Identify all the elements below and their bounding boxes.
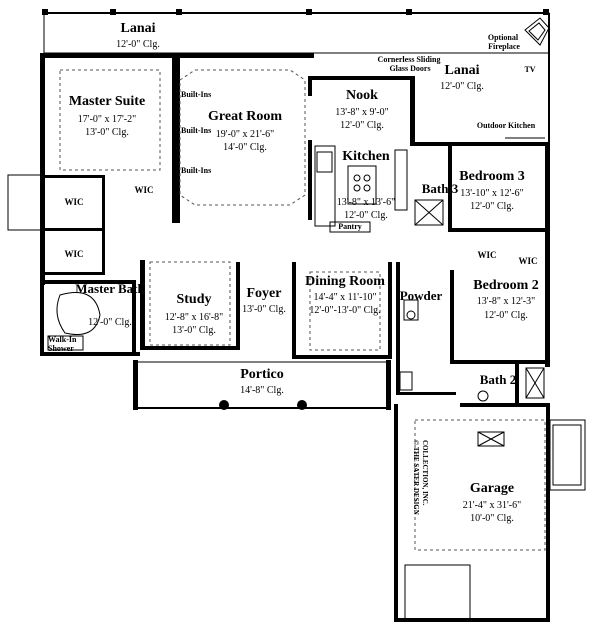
bedroom2-dims: 13'-8" x 12'-3" [477, 296, 535, 307]
kitchen-ceiling: 12'-0" Clg. [344, 210, 388, 221]
fireplace-line-2: Fireplace [488, 42, 520, 51]
bedroom2-name: Bedroom 2 [473, 278, 538, 293]
annotation-labels: Built-Ins Built-Ins Built-Ins WIC WIC WI… [48, 33, 538, 517]
walk-in-shower-label: Walk-In Shower [48, 335, 78, 353]
walk-in-shower-line-2: Shower [48, 344, 74, 353]
bedroom3-name: Bedroom 3 [459, 169, 524, 184]
dining-room-ceiling: 12'-0"-13'-0" Clg. [309, 305, 380, 316]
lanai-left-name: Lanai [120, 21, 155, 36]
lanai-right-ceiling: 12'-0" Clg. [440, 81, 484, 92]
wic-label-3: WIC [64, 249, 83, 259]
bath-fixtures [47, 199, 545, 402]
garage-name: Garage [470, 481, 514, 496]
study-name: Study [176, 292, 211, 307]
wic-label-4: WIC [477, 250, 496, 260]
kitchen-dims: 13'-8" x 13'-6" [337, 197, 395, 208]
master-bath-name-line: Master Bath [75, 281, 145, 296]
wic-label-5: WIC [518, 256, 537, 266]
copyright-label: © THE SATER DESIGN COLLECTION, INC. [412, 440, 429, 517]
portico-name: Portico [240, 367, 284, 382]
dining-room-name: Dining Room [305, 274, 385, 289]
foyer-name: Foyer [247, 286, 282, 301]
garage-door [404, 564, 471, 621]
sliding-doors-line-1: Cornerless Sliding [378, 55, 441, 64]
kitchen-fixtures [314, 145, 408, 233]
sliding-doors-label: Cornerless Sliding Glass Doors [378, 55, 443, 73]
kitchen-name: Kitchen [342, 149, 390, 164]
garage-dims: 21'-4" x 31'-6" [463, 500, 521, 511]
builtins-label-1: Built-Ins [181, 90, 211, 99]
wic-label-1: WIC [64, 197, 83, 207]
garage-ceiling: 10'-0" Clg. [470, 513, 514, 524]
sliding-doors-line-2: Glass Doors [389, 64, 430, 73]
great-room-dims: 19'-0" x 21'-6" [216, 129, 274, 140]
room-labels: Lanai 12'-0" Clg. Lanai 12'-0" Clg. Mast… [69, 21, 539, 524]
bedroom2-ceiling: 12'-0" Clg. [484, 310, 528, 321]
fireplace-label: Optional Fireplace [488, 33, 520, 51]
tv-label: TV [524, 65, 535, 74]
foyer-ceiling: 13'-0" Clg. [242, 304, 286, 315]
nook-dims: 13'-8" x 9'-0" [335, 107, 388, 118]
ceiling-outlines [59, 69, 546, 551]
study-ceiling: 13'-0" Clg. [172, 325, 216, 336]
master-bath-name: Master Bath [75, 281, 145, 296]
wic-label-2: WIC [134, 185, 153, 195]
copyright-line-2: COLLECTION, INC. [421, 440, 429, 506]
bath2-name: Bath 2 [480, 372, 516, 387]
nook-ceiling: 12'-0" Clg. [340, 120, 384, 131]
walls [7, 53, 586, 622]
walk-in-shower-line-1: Walk-In [48, 335, 77, 344]
great-room-name: Great Room [208, 109, 282, 124]
nook-name: Nook [346, 88, 378, 103]
master-suite-dims: 17'-0" x 17'-2" [78, 114, 136, 125]
master-bath-ceiling: 12'-0" Clg. [88, 317, 132, 328]
portico-ceiling: 14'-8" Clg. [240, 385, 284, 396]
builtins-label-3: Built-Ins [181, 166, 211, 175]
powder-name: Powder [400, 288, 443, 303]
pantry-label: Pantry [338, 222, 362, 231]
fireplace-line-1: Optional [488, 33, 519, 42]
dining-room-dims: 14'-4" x 11'-10" [313, 292, 376, 303]
bath3-name: Bath 3 [422, 181, 459, 196]
master-suite-ceiling: 13'-0" Clg. [85, 127, 129, 138]
bedroom3-ceiling: 12'-0" Clg. [470, 201, 514, 212]
garage-skylight-icon [477, 431, 505, 447]
lanai-right-name: Lanai [444, 63, 479, 78]
lanai-left-ceiling: 12'-0" Clg. [116, 39, 160, 50]
great-room-ceiling: 14'-0" Clg. [223, 142, 267, 153]
bedroom3-dims: 13'-10" x 12'-6" [460, 188, 523, 199]
master-suite-name: Master Suite [69, 94, 145, 109]
copyright-line-1: © THE SATER DESIGN [412, 440, 420, 515]
outdoor-kitchen-label: Outdoor Kitchen [477, 121, 536, 130]
study-dims: 12'-8" x 16'-8" [165, 312, 223, 323]
builtins-label-2: Built-Ins [181, 126, 211, 135]
